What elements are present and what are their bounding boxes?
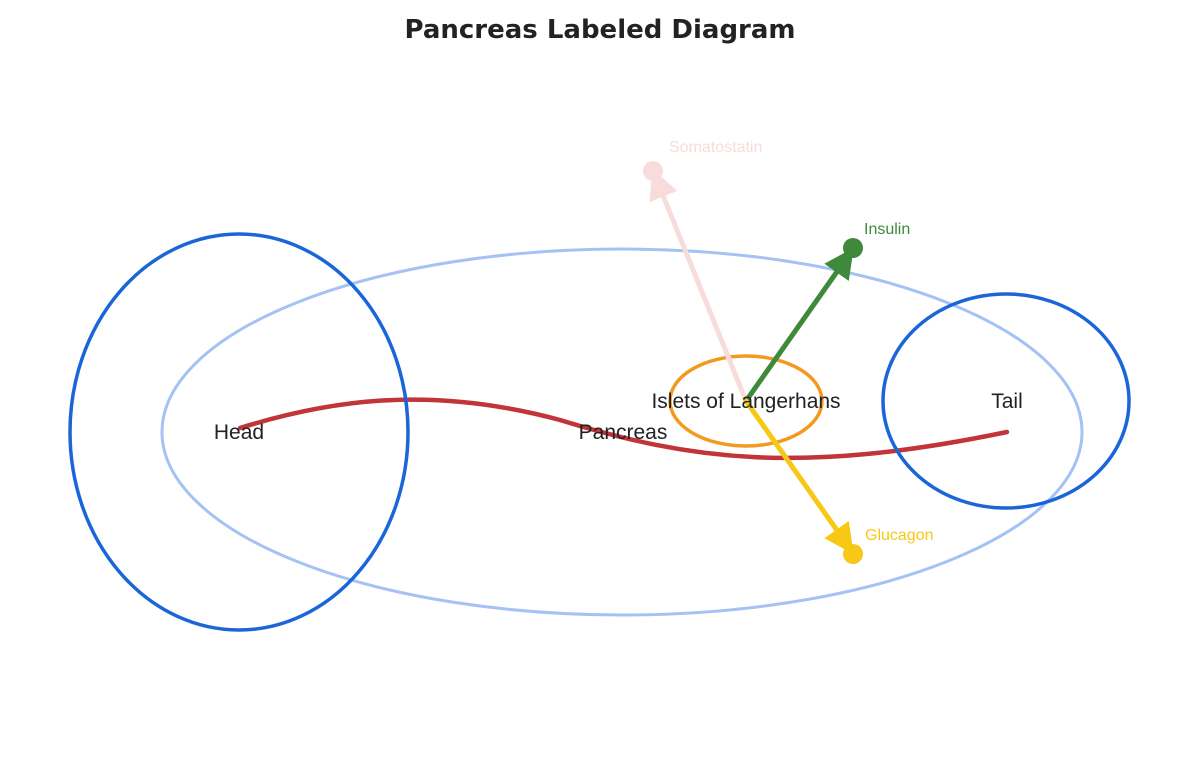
somatostatin-label: Somatostatin	[669, 139, 762, 156]
islets-label: Islets of Langerhans	[651, 390, 840, 413]
insulin-arrow	[743, 247, 854, 404]
head-label: Head	[214, 421, 264, 444]
pancreas-outline	[160, 247, 1084, 617]
tail-outline	[881, 292, 1131, 510]
tail-label: Tail	[991, 390, 1023, 413]
insulin-dot	[843, 238, 863, 258]
somatostatin-dot	[643, 161, 663, 181]
diagram-title: Pancreas Labeled Diagram	[404, 15, 795, 45]
glucagon-label: Glucagon	[865, 527, 934, 544]
glucagon-dot	[843, 544, 863, 564]
glucagon-arrow	[743, 398, 854, 555]
islets-outline	[668, 354, 824, 448]
insulin-label: Insulin	[864, 221, 910, 238]
pancreatic-duct	[237, 397, 1010, 461]
somatostatin-arrow	[649, 168, 749, 404]
head-outline	[68, 232, 410, 632]
pancreas-label: Pancreas	[579, 421, 668, 444]
